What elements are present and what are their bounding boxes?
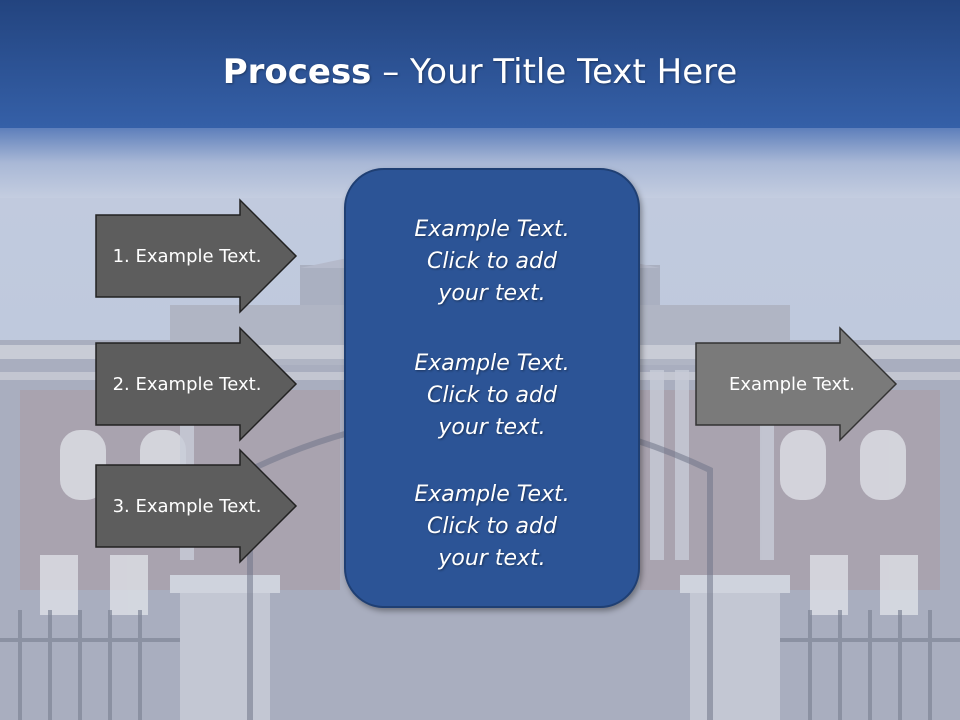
center-paragraph-1-line-1: Example Text. bbox=[414, 217, 570, 242]
center-paragraph-3-line-3: your text. bbox=[438, 546, 546, 571]
center-paragraph-1: Example Text. Click to add your text. bbox=[346, 214, 638, 310]
input-arrow-1-label: 1. Example Text. bbox=[112, 245, 262, 267]
center-paragraph-1-line-2: Click to add bbox=[427, 249, 557, 274]
output-arrow: Example Text. bbox=[694, 326, 900, 442]
center-paragraph-3: Example Text. Click to add your text. bbox=[346, 479, 638, 575]
input-arrow-3-label: 3. Example Text. bbox=[112, 495, 262, 517]
input-arrow-1: 1. Example Text. bbox=[94, 198, 300, 314]
title-bold: Process bbox=[222, 52, 372, 92]
center-paragraph-2-line-3: your text. bbox=[438, 415, 546, 440]
center-paragraph-3-line-1: Example Text. bbox=[414, 482, 570, 507]
center-paragraph-2-line-2: Click to add bbox=[427, 383, 557, 408]
input-arrow-3: 3. Example Text. bbox=[94, 448, 300, 564]
center-content-box[interactable]: Example Text. Click to add your text. Ex… bbox=[344, 168, 640, 608]
center-paragraph-3-line-2: Click to add bbox=[427, 514, 557, 539]
output-arrow-label: Example Text. bbox=[729, 373, 855, 395]
center-paragraph-2: Example Text. Click to add your text. bbox=[346, 348, 638, 444]
input-arrow-2-label: 2. Example Text. bbox=[112, 373, 262, 395]
center-paragraph-1-line-3: your text. bbox=[438, 281, 546, 306]
center-paragraph-2-line-1: Example Text. bbox=[414, 351, 570, 376]
title-rest: – Your Title Text Here bbox=[371, 52, 738, 92]
input-arrow-2: 2. Example Text. bbox=[94, 326, 300, 442]
slide-title: Process – Your Title Text Here bbox=[0, 52, 960, 92]
